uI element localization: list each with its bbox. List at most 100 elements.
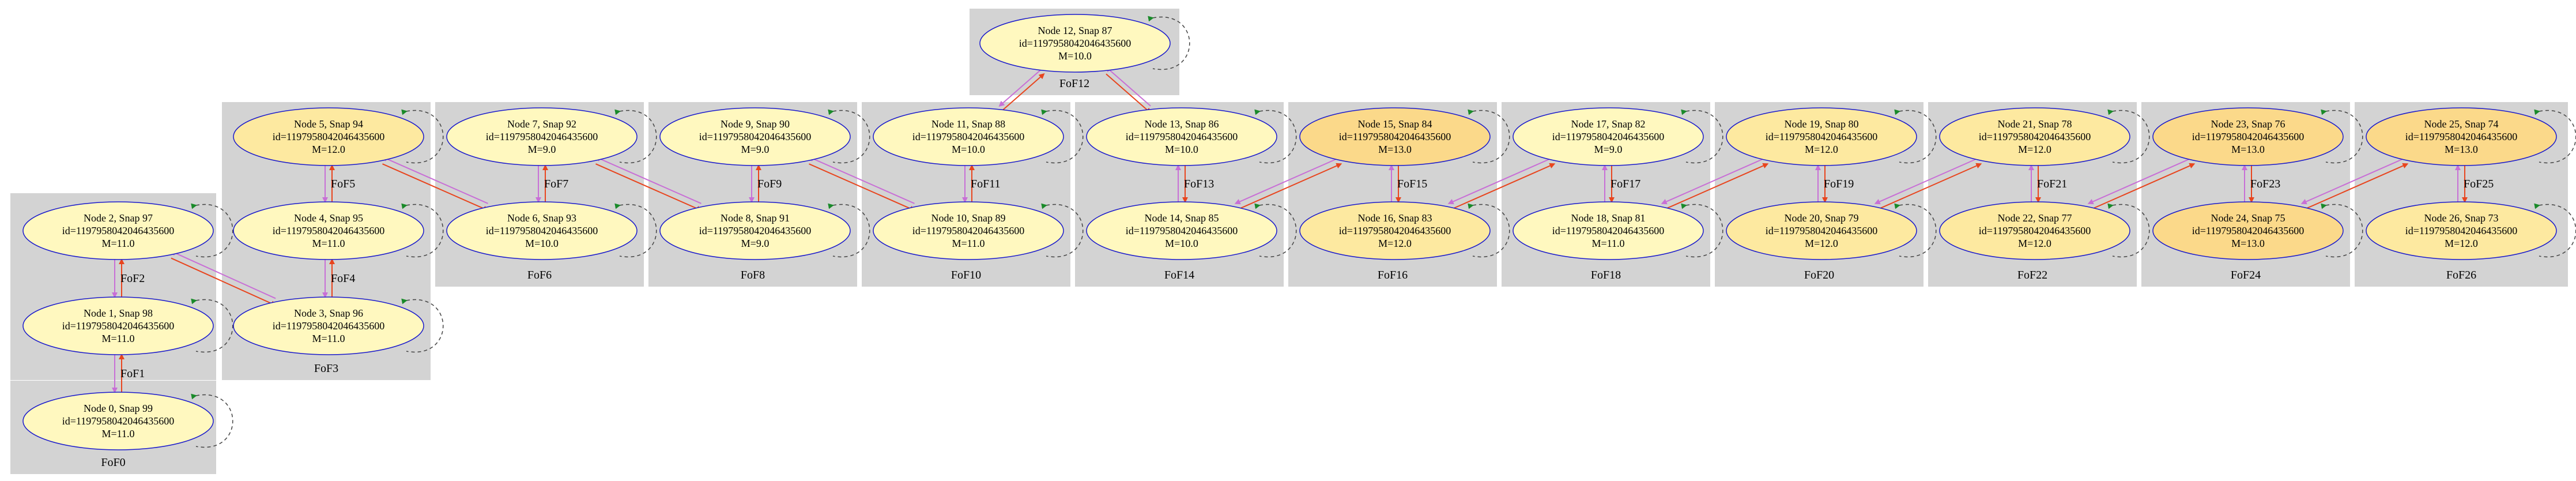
node-ellipse — [979, 14, 1171, 73]
descendant-edge — [1105, 66, 1151, 107]
node-ellipse — [659, 107, 851, 166]
node-mass: M=12.0 — [2018, 144, 2051, 155]
node-ellipse — [1726, 107, 1917, 166]
node-ident: id=1197958042046435600 — [1125, 131, 1238, 142]
node-mass: M=10.0 — [1165, 238, 1198, 249]
node-mass: M=9.0 — [1594, 144, 1623, 155]
halo-node — [873, 107, 1084, 166]
node-ident: id=1197958042046435600 — [912, 225, 1025, 236]
node-title: Node 16, Snap 83 — [1357, 212, 1432, 224]
self-loop-edge — [2107, 203, 2150, 258]
node-title: Node 25, Snap 74 — [2424, 118, 2499, 130]
cluster-label: FoF22 — [2017, 269, 2048, 281]
self-loop-edge — [1681, 109, 1723, 164]
cluster-label: FoF8 — [740, 269, 765, 281]
node-ident: id=1197958042046435600 — [62, 225, 175, 236]
node-title: Node 11, Snap 88 — [931, 118, 1006, 130]
node-ellipse — [2366, 107, 2557, 166]
self-loop-edge — [1254, 109, 1297, 164]
node-mass: M=11.0 — [312, 238, 345, 249]
progenitor-edge — [1449, 163, 1556, 211]
node-mass: M=12.0 — [1378, 238, 1412, 249]
self-loop-edge — [1041, 203, 1084, 258]
progenitor-edge — [171, 257, 277, 306]
self-loop-edge — [1894, 109, 1937, 164]
node-ellipse — [446, 201, 638, 260]
self-loop-edge — [828, 203, 870, 258]
node-ellipse — [2152, 201, 2344, 260]
halo-node — [233, 107, 444, 166]
node-ident: id=1197958042046435600 — [1552, 225, 1665, 236]
node-mass: M=11.0 — [952, 238, 985, 249]
node-title: Node 18, Snap 81 — [1571, 212, 1646, 224]
node-mass: M=12.0 — [2445, 238, 2478, 249]
edge-label: FoF9 — [757, 177, 782, 190]
edge-label: FoF11 — [971, 177, 1001, 190]
edge-label: FoF2 — [120, 272, 145, 285]
node-ellipse — [233, 107, 424, 166]
progenitor-edge — [1662, 163, 1769, 211]
node-ident: id=1197958042046435600 — [699, 131, 812, 142]
node-title: Node 24, Snap 75 — [2211, 212, 2285, 224]
edge-label: FoF4 — [331, 272, 356, 285]
self-loop-edge — [614, 109, 657, 164]
cluster-label: FoF12 — [1059, 77, 1090, 90]
node-ident: id=1197958042046435600 — [1765, 225, 1878, 236]
node-title: Node 8, Snap 91 — [721, 212, 790, 224]
self-loop-edge — [828, 109, 870, 164]
node-title: Node 6, Snap 93 — [507, 212, 576, 224]
node-title: Node 5, Snap 94 — [294, 118, 363, 130]
node-ellipse — [1086, 107, 1277, 166]
node-title: Node 2, Snap 97 — [84, 212, 153, 224]
node-ident: id=1197958042046435600 — [1978, 225, 2091, 236]
node-title: Node 0, Snap 99 — [84, 403, 153, 414]
edge-label: FoF25 — [2464, 177, 2494, 190]
node-mass: M=11.0 — [312, 333, 345, 344]
descendant-edge — [808, 156, 915, 204]
node-ident: id=1197958042046435600 — [1978, 131, 2091, 142]
node-ellipse — [659, 201, 851, 260]
self-loop-edge — [1468, 109, 1510, 164]
node-ellipse — [233, 296, 424, 355]
halo-node — [1726, 107, 1937, 166]
self-loop-edge — [1681, 203, 1723, 258]
node-ellipse — [1726, 201, 1917, 260]
descendant-edge — [1661, 156, 1768, 205]
progenitor-edge — [2088, 163, 2196, 211]
node-ident: id=1197958042046435600 — [62, 415, 175, 427]
node-title: Node 17, Snap 82 — [1571, 118, 1646, 130]
node-title: Node 23, Snap 76 — [2211, 118, 2285, 130]
cluster-label: FoF14 — [1164, 269, 1195, 281]
node-title: Node 20, Snap 79 — [1784, 212, 1859, 224]
node-ident: id=1197958042046435600 — [2192, 225, 2305, 236]
descendant-edge — [381, 156, 488, 204]
node-title: Node 10, Snap 89 — [931, 212, 1006, 224]
self-loop-edge — [1468, 203, 1510, 258]
descendant-edge — [594, 156, 701, 204]
descendant-edge — [1447, 156, 1555, 205]
edge-label: FoF7 — [544, 177, 569, 190]
self-loop-edge — [191, 203, 233, 258]
node-mass: M=11.0 — [101, 333, 135, 344]
halo-node — [1086, 201, 1297, 260]
node-mass: M=13.0 — [1378, 144, 1412, 155]
node-ellipse — [446, 107, 638, 166]
node-ellipse — [233, 201, 424, 260]
node-title: Node 19, Snap 80 — [1784, 118, 1859, 130]
node-title: Node 4, Snap 95 — [294, 212, 363, 224]
node-ident: id=1197958042046435600 — [2192, 131, 2305, 142]
